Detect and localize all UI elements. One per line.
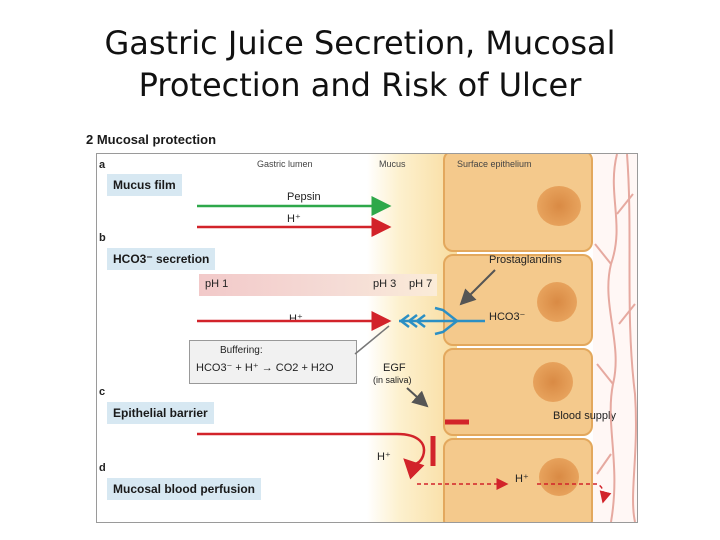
gastric-lumen-header: Gastric lumen — [257, 159, 313, 169]
buffering-pointer — [354, 325, 390, 355]
slide-title-line-2: Protection and Risk of Ulcer — [138, 66, 582, 104]
ph-3-label: pH 3 — [373, 278, 397, 290]
section-letter-b: b — [99, 232, 106, 244]
section-letter-a: a — [99, 159, 106, 171]
ph-gradient-bar — [199, 274, 437, 296]
cell-nucleus — [533, 362, 573, 402]
blood-vessels — [594, 154, 637, 522]
blood-flow-arrow-right — [537, 483, 612, 504]
pepsin-label: Pepsin — [287, 191, 321, 203]
epithelial-cell — [443, 154, 593, 252]
cell-nucleus — [539, 458, 579, 496]
buffering-equation: HCO3⁻ + H⁺ → CO2 + H2O — [196, 362, 334, 374]
prostaglandin-pointer — [459, 269, 496, 306]
h-plus-label-a: H⁺ — [287, 213, 301, 225]
surface-epithelium-header: Surface epithelium — [457, 159, 532, 169]
epithelial-cell — [443, 438, 593, 522]
slide-title: Gastric Juice Secretion, Mucosal Protect… — [0, 22, 720, 106]
ph-1-label: pH 1 — [205, 278, 229, 290]
h-plus-label-c: H⁺ — [377, 451, 391, 463]
egf-saliva-label: (in saliva) — [373, 375, 412, 385]
acid-barrier-arrow — [197, 432, 426, 480]
h-plus-label-d: H⁺ — [515, 473, 529, 485]
figure-arrows-layer — [197, 154, 637, 522]
egf-label: EGF — [383, 362, 406, 374]
cell-nucleus — [537, 282, 577, 322]
section-hco3-secretion: HCO3⁻ secretion — [107, 248, 216, 270]
slide-title-line-1: Gastric Juice Secretion, Mucosal — [104, 24, 616, 62]
section-mucus-film: Mucus film — [107, 174, 182, 196]
figure-frame: Gastric lumen Mucus Surface epithelium a… — [96, 153, 638, 523]
buffering-box: Buffering: HCO3⁻ + H⁺ → CO2 + H2O — [189, 340, 357, 384]
buffering-title: Buffering: — [220, 345, 263, 356]
mucosal-protection-figure: 2 Mucosal protection Gastric lumen Mucus… — [86, 128, 638, 524]
prostaglandins-label: Prostaglandins — [489, 254, 562, 266]
section-letter-c: c — [99, 386, 106, 398]
cell-nucleus — [537, 186, 581, 226]
section-letter-d: d — [99, 462, 106, 474]
ph-7-label: pH 7 — [409, 278, 433, 290]
bicarbonate-arrow — [398, 306, 485, 336]
section-mucosal-blood-perfusion: Mucosal blood perfusion — [107, 478, 262, 500]
egf-pointer — [406, 387, 429, 408]
section-epithelial-barrier: Epithelial barrier — [107, 402, 214, 424]
mucus-header: Mucus — [379, 159, 406, 169]
figure-heading: 2 Mucosal protection — [86, 132, 217, 147]
hco3-label: HCO3⁻ — [489, 311, 526, 323]
blood-supply-label: Blood supply — [553, 410, 616, 422]
